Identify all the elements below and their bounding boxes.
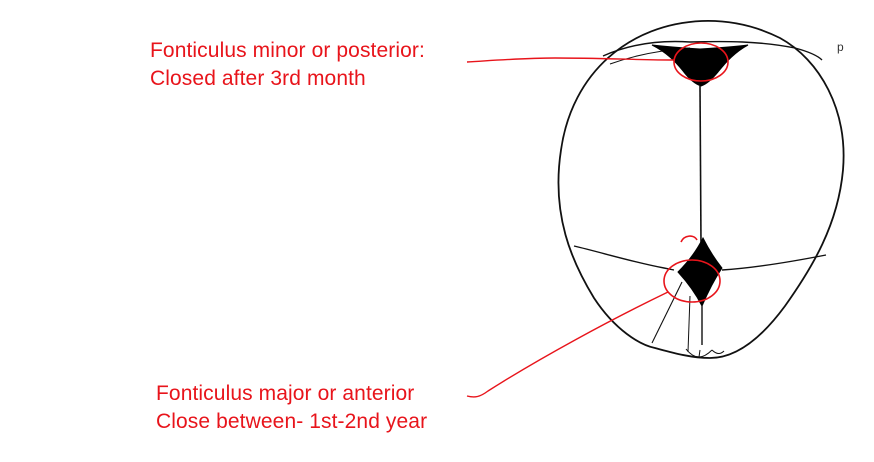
nasal-bones <box>685 348 725 358</box>
anterior-label-line2: Close between- 1st-2nd year <box>156 410 428 433</box>
posterior-label-line2: Closed after 3rd month <box>150 67 366 90</box>
posterior-label-line1: Fonticulus minor or posterior: <box>150 39 425 62</box>
posterior-highlight-circle <box>673 42 729 82</box>
anterior-leader-line <box>466 291 669 398</box>
anterior-highlight-loop <box>680 235 698 243</box>
anterior-fontanelle <box>677 236 723 308</box>
anterior-label-line1: Fonticulus major or anterior <box>156 382 415 405</box>
skull-outline <box>557 20 845 359</box>
corner-mark: p <box>837 40 844 54</box>
posterior-fontanelle <box>651 44 749 87</box>
frontal-suture-left <box>651 281 683 344</box>
coronal-suture <box>573 245 827 271</box>
lambdoid-suture <box>602 40 823 61</box>
posterior-fontanelle-label: Fonticulus minor or posterior: Closed af… <box>150 37 425 93</box>
anterior-fontanelle-label: Fonticulus major or anterior Close betwe… <box>156 380 427 436</box>
posterior-leader-line <box>466 57 675 63</box>
anterior-highlight-circle <box>663 259 721 303</box>
frontal-suture-right <box>687 295 691 353</box>
sagittal-suture <box>699 85 702 246</box>
